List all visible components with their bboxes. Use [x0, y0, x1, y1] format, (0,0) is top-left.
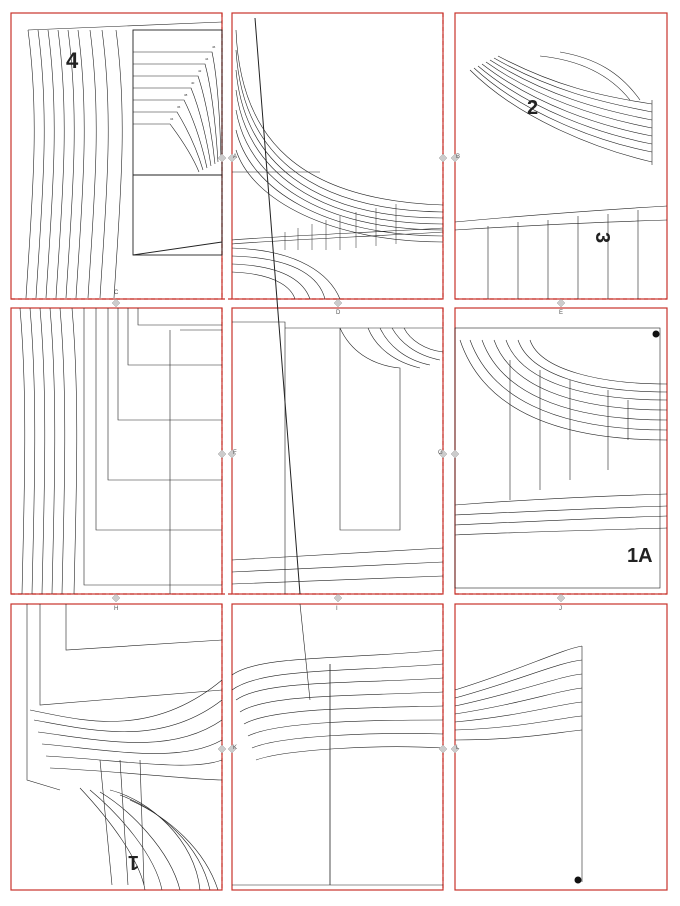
svg-text:42: 42 [198, 69, 202, 73]
piece-3-lines [454, 205, 668, 299]
tile-letter-c: C [114, 290, 119, 296]
tile-letter-e: E [559, 310, 564, 316]
svg-text:36: 36 [177, 105, 181, 109]
tile-r2c2 [231, 307, 444, 595]
svg-text:34: 34 [170, 117, 174, 121]
tile-letter-h: H [114, 606, 119, 612]
tile-r2c2-lines [231, 321, 444, 594]
tile-letter-j: J [559, 606, 562, 612]
piece-4-size-tags: 46 44 42 40 38 36 34 [170, 45, 216, 121]
tile-r3c3 [454, 603, 668, 891]
svg-text:46: 46 [212, 45, 216, 49]
tile-letter-k: K [233, 745, 238, 751]
piece-number-3: 3 [591, 232, 613, 244]
tile-letter-l: L [456, 745, 460, 751]
tile-letter-g: G [438, 450, 443, 456]
tile-letter-a: A [233, 154, 238, 160]
piece-number-1a: 1A [627, 545, 653, 567]
svg-text:44: 44 [205, 57, 209, 61]
piece-number-2: 2 [527, 97, 539, 119]
svg-text:40: 40 [191, 81, 195, 85]
overlap-edges [11, 13, 667, 890]
piece-1-lines [26, 604, 223, 891]
tile-letter-b: B [456, 154, 461, 160]
tile-r1c3 [454, 12, 668, 300]
tile-letter-i: I [336, 606, 338, 612]
svg-text:38: 38 [184, 93, 188, 97]
piece-2-lines [469, 51, 653, 165]
tile-r1c2-lines [231, 17, 444, 595]
piece-number-4: 4 [66, 48, 79, 73]
tile-r2c1-lines [19, 307, 222, 595]
tile-r1c2 [231, 12, 444, 300]
tile-letter-d: D [336, 310, 341, 316]
registration-dot-bottom [574, 876, 582, 884]
piece-number-1: 1 [128, 851, 140, 873]
alignment-markers [111, 153, 566, 754]
tile-letter-f: F [233, 450, 237, 456]
tile-r3c3-lines [454, 645, 583, 882]
tile-r3c2-lines [231, 603, 444, 886]
tile-borders [10, 12, 668, 891]
registration-dot-top [652, 330, 660, 338]
tile-r1c2-ticks [284, 204, 397, 250]
piece-4-lines [25, 21, 223, 299]
